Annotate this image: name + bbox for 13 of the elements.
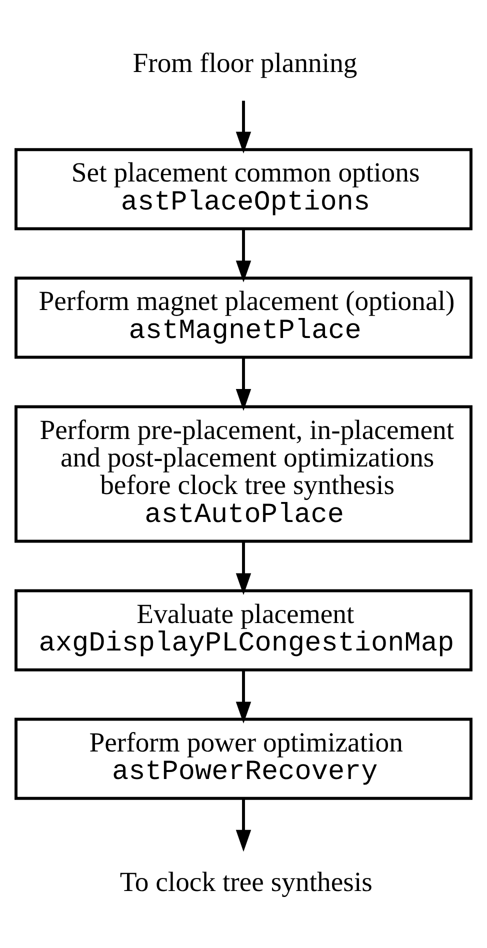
arrow [236,541,252,596]
node-text: To clock tree synthesis [120,866,372,897]
arrow [236,670,252,724]
arrow [236,229,252,282]
node-text: From floor planning [132,46,358,78]
node-box: Perform power optimization astPowerRecovery [14,718,472,800]
node-box: Evaluate placement axgDisplayPLCongestionMap [14,589,472,672]
arrow [236,799,252,852]
arrow [236,357,252,411]
node-box: Set placement common options astPlaceOptions [14,148,472,230]
node-box: Perform magnet placement (optional) astMagnetPlace [14,276,472,359]
node-box: Perform pre-placement, in-placement and post-placement optimizations before clock tree synthesis astAutoPlace [14,405,472,543]
arrow [236,100,252,154]
